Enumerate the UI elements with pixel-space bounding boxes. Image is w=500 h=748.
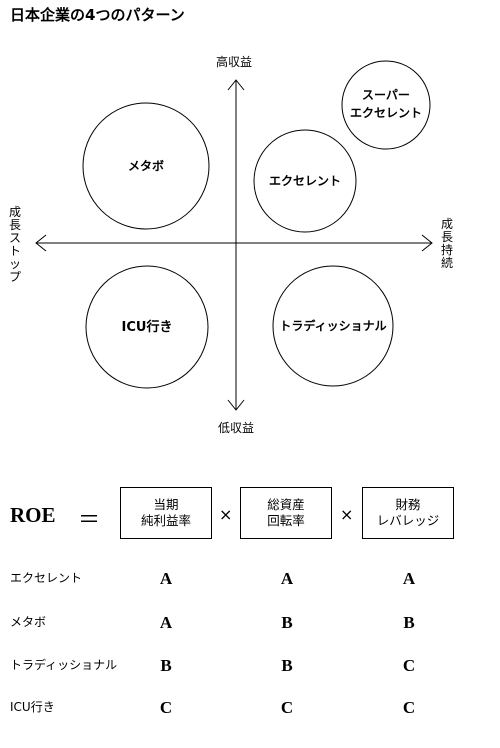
times-sign-1: ×	[219, 505, 233, 524]
label-icu: ICU行き	[122, 319, 173, 335]
horizontal-axis-arrow-right	[421, 234, 433, 252]
grade-traditional-2: B	[281, 656, 293, 675]
row-label-icu: ICU行き	[10, 700, 55, 714]
label-traditional: トラディッショナル	[279, 318, 386, 333]
box-financial-leverage-line1: 財務	[395, 497, 421, 512]
axis-label-left: 成長ストップ	[8, 205, 21, 284]
row-label-traditional: トラディッショナル	[10, 658, 118, 672]
vertical-axis-arrow-down	[227, 399, 245, 411]
box-net-profit-margin-line1: 当期	[153, 497, 179, 512]
row-label-excellent: エクセレント	[10, 571, 83, 585]
box-asset-turnover: 総資産 回転率	[240, 487, 332, 539]
axis-label-right: 成長持続	[440, 217, 453, 270]
label-super-excellent-line1: スーパー	[362, 88, 410, 102]
box-financial-leverage-line2: レバレッジ	[376, 513, 440, 528]
vertical-axis-arrow-up	[227, 79, 245, 91]
grade-icu-1: C	[159, 698, 173, 717]
box-net-profit-margin: 当期 純利益率	[120, 487, 212, 539]
circle-super-excellent	[341, 60, 431, 150]
roe-label: ROE	[10, 503, 56, 527]
grade-excellent-1: A	[159, 569, 173, 588]
page-title: 日本企業の4つのパターン	[10, 6, 185, 24]
horizontal-axis-arrow-left	[35, 234, 47, 252]
quadrant-diagram: 高収益 低収益 メタボ エクセレント スーパー エクセレント ICU行き トラデ…	[35, 54, 433, 435]
label-super-excellent-line2: エクセレント	[350, 106, 422, 120]
axis-label-bottom: 低収益	[218, 421, 254, 435]
grade-metabo-3: B	[403, 613, 415, 632]
circle-excellent	[253, 129, 357, 233]
label-excellent: エクセレント	[269, 174, 341, 188]
box-asset-turnover-line1: 総資産	[267, 497, 305, 512]
equals-sign: ＝	[78, 507, 101, 532]
box-financial-leverage: 財務 レバレッジ	[362, 487, 454, 539]
circle-metabo	[82, 102, 210, 230]
row-label-metabo: メタボ	[10, 615, 47, 629]
times-sign-2: ×	[340, 505, 354, 524]
grade-excellent-2: A	[280, 569, 294, 588]
box-asset-turnover-line2: 回転率	[267, 513, 305, 528]
circle-icu	[85, 265, 209, 389]
grade-icu-3: C	[402, 698, 416, 717]
grade-metabo-1: A	[159, 613, 173, 632]
axis-label-top: 高収益	[216, 54, 252, 69]
circle-traditional	[272, 265, 394, 387]
grade-traditional-3: C	[402, 656, 416, 675]
grade-metabo-2: B	[281, 613, 293, 632]
grade-icu-2: C	[280, 698, 294, 717]
box-net-profit-margin-line2: 純利益率	[140, 513, 191, 528]
label-metabo: メタボ	[128, 158, 164, 173]
grade-excellent-3: A	[402, 569, 416, 588]
grade-traditional-1: B	[160, 656, 172, 675]
